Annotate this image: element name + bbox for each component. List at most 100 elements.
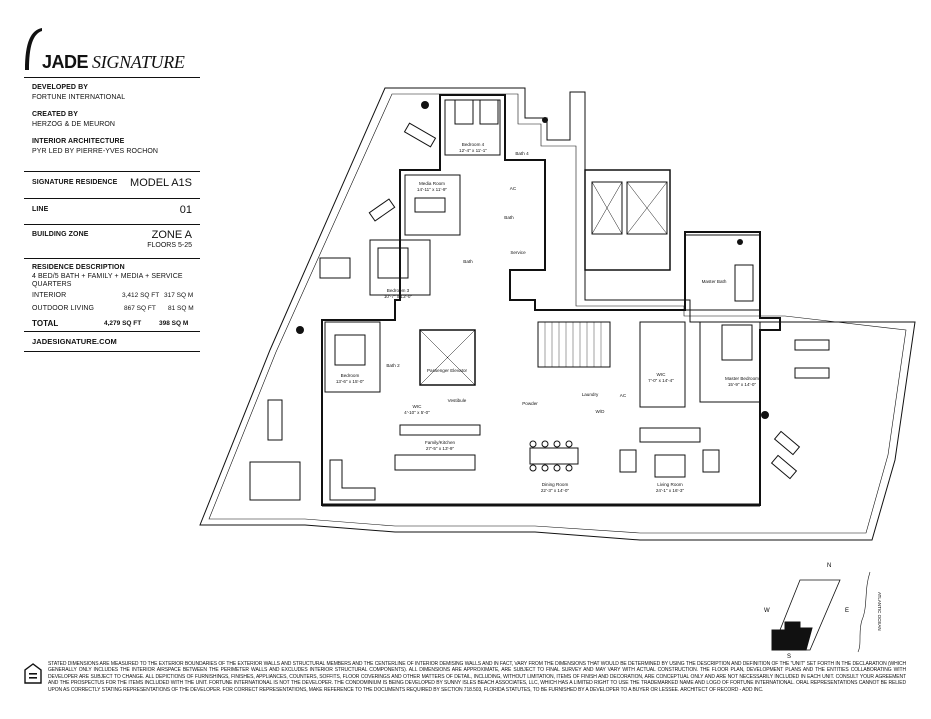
room-label: Bedroom: [341, 373, 360, 378]
plant: [421, 101, 429, 109]
terrace-inner: [208, 93, 907, 534]
interior-outline: [321, 94, 781, 506]
developer-label: DEVELOPED BY: [32, 84, 89, 91]
chair: [529, 464, 537, 472]
chair: [541, 440, 549, 448]
chair: [565, 464, 573, 472]
room-label: Master Bath: [702, 279, 727, 284]
elevator-cross: [591, 181, 668, 235]
ocean-label: ATLANTIC OCEAN: [877, 592, 882, 631]
room-dims: 7'-0" x 14'-4": [648, 378, 674, 383]
lounger: [770, 454, 798, 480]
tub-icon: [734, 264, 754, 302]
divider: [24, 77, 200, 78]
room-label: Laundry: [582, 392, 599, 397]
equal-housing-icon: [24, 663, 42, 684]
room-label: Bath 2: [386, 363, 400, 368]
building-zone-label: BUILDING ZONE: [32, 231, 89, 238]
creator-value: HERZOG & DE MEURON: [32, 121, 116, 128]
room-label: Bath 4: [515, 151, 529, 156]
signature-residence-label: SIGNATURE RESIDENCE: [32, 179, 118, 186]
room-dims: 24'-1" x 16'-3": [656, 488, 685, 493]
total-label: TOTAL: [32, 319, 59, 328]
room-dims: 13'-6" x 15'-0": [336, 379, 365, 384]
room-dims: 22'-3" x 14'-0": [541, 488, 570, 493]
terrace-boundary: [199, 87, 916, 541]
room-label: Living Room: [657, 482, 683, 487]
elevator-core: [591, 181, 623, 235]
plant: [761, 411, 769, 419]
model-value: MODEL A1S: [130, 177, 192, 189]
master-bedroom: [699, 321, 761, 403]
divider: [24, 224, 200, 225]
media-room: [404, 174, 461, 236]
lounger: [368, 198, 396, 222]
legal-disclaimer: STATED DIMENSIONS ARE MEASURED TO THE EX…: [48, 661, 906, 693]
chair: [553, 464, 561, 472]
lounger: [403, 122, 437, 148]
room-dims: 27'-5" x 13'-9": [426, 446, 455, 451]
floors-value: FLOORS 5-25: [147, 242, 192, 249]
bed-icon: [334, 334, 366, 366]
bed-icon: [721, 324, 753, 361]
kitchen-island: [394, 454, 476, 471]
lounger: [773, 430, 801, 456]
line-value: 01: [179, 204, 192, 216]
lounger: [794, 367, 830, 379]
outdoor-sqm: 81 SQ M: [168, 305, 194, 312]
logo-jade-text: JADE: [42, 52, 89, 72]
outdoor-sqft: 867 SQ FT: [124, 305, 156, 312]
room-dims: 4'-10" x 5'-0": [404, 410, 430, 415]
interior-architecture-label: INTERIOR ARCHITECTURE: [32, 138, 125, 145]
armchair: [619, 449, 637, 473]
plant: [737, 239, 743, 245]
chair: [541, 464, 549, 472]
compass-n: N: [827, 563, 831, 569]
website-link[interactable]: JADESIGNATURE.COM: [32, 337, 117, 346]
sectional-sofa: [329, 459, 376, 501]
outdoor-label: OUTDOOR LIVING: [32, 305, 95, 312]
logo-mark-icon: [25, 28, 42, 70]
ocean-shoreline: [857, 571, 871, 653]
room-label: WIC: [657, 372, 667, 377]
room-label: Dining Room: [542, 482, 569, 487]
room-label: Passenger Elevator: [427, 368, 468, 373]
elevator-core: [626, 181, 668, 235]
compass-e: E: [845, 608, 849, 614]
room-label: Bath: [463, 259, 473, 264]
room-label: Bedroom 4: [462, 142, 485, 147]
interior-sqm: 317 SQ M: [164, 292, 194, 299]
room-label: AC: [620, 393, 627, 398]
room-label: WIC: [413, 404, 423, 409]
bedroom-1: [324, 321, 381, 393]
logo-signature-text: SIGNATURE: [92, 52, 185, 72]
armchair: [702, 449, 720, 473]
terrace-table: [267, 399, 283, 441]
bed-icon: [479, 99, 499, 125]
room-dims: 12'-4" x 11'-1": [459, 148, 487, 153]
room-label: Vestibule: [448, 398, 467, 403]
terrace-planter: [319, 257, 351, 279]
sofa-icon: [414, 197, 446, 213]
room-label: AC: [510, 186, 517, 191]
dining-table: [529, 447, 579, 465]
divider: [24, 351, 200, 352]
room-label: Powder: [522, 401, 538, 406]
chair: [529, 440, 537, 448]
bed-icon: [454, 99, 474, 125]
description-text: 4 BED/5 BATH + FAMILY + MEDIA + SERVICE …: [32, 273, 183, 288]
interior-architecture-value: PYR LED BY PIERRE-YVES ROCHON: [32, 148, 159, 155]
room-dims: 10'-7" x 13'-0": [384, 294, 413, 299]
wic-master: [639, 321, 686, 408]
line-label: LINE: [32, 206, 49, 213]
living-sofa: [639, 427, 701, 443]
coffee-table: [654, 454, 686, 478]
stair-treads: [544, 322, 602, 367]
terrace-sofa: [249, 461, 301, 501]
room-label: Service: [510, 250, 526, 255]
kitchen-counter: [399, 424, 481, 436]
developer-value: FORTUNE INTERNATIONAL: [32, 94, 126, 101]
room-label: Media Room: [419, 181, 445, 186]
plant: [542, 117, 548, 123]
